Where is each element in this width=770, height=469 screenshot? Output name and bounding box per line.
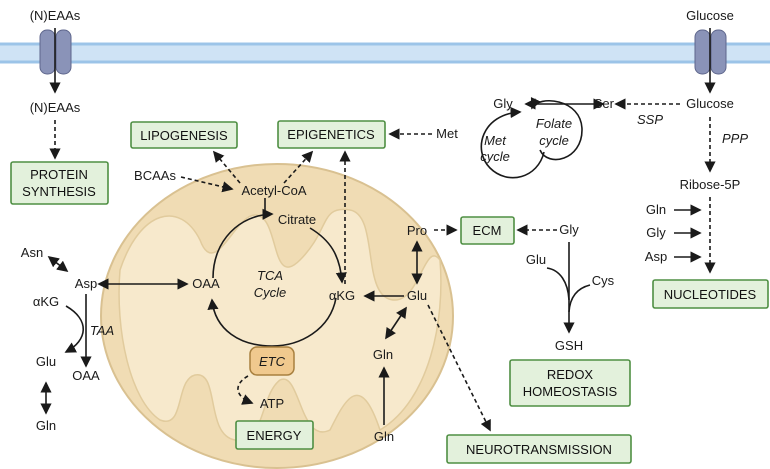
gln-label: Gln xyxy=(374,429,394,444)
gly-label: Gly xyxy=(559,222,579,237)
epigenetics-box xyxy=(277,120,386,149)
tca-cycle xyxy=(207,208,347,347)
glu-label: Glu xyxy=(407,288,427,303)
akg-label: αKG xyxy=(33,294,59,309)
pathway-arrows xyxy=(40,28,716,432)
lipogenesis-box xyxy=(130,121,238,149)
redox-homeostasis-box xyxy=(509,359,631,407)
mitochondrion xyxy=(100,163,454,469)
neurotransmission-text: NEUROTRANSMISSION xyxy=(466,442,612,457)
folate-cycle-label: Folate xyxy=(536,116,572,131)
protein-synthesis-text: PROTEIN xyxy=(30,167,88,182)
cell-membrane xyxy=(0,42,770,64)
pro-label: Pro xyxy=(407,223,427,238)
transporter-icon xyxy=(39,29,72,75)
neaas-membrane-label: (N)EAAs xyxy=(30,8,81,23)
nucleotides-text: NUCLEOTIDES xyxy=(664,287,757,302)
protein-synthesis-box xyxy=(10,161,109,205)
atp-label: ATP xyxy=(260,396,284,411)
ppp-label: PPP xyxy=(722,131,748,146)
met-cycle-label: Met xyxy=(484,133,507,148)
glucose-membrane-label: Glucose xyxy=(686,8,734,23)
met-label: Met xyxy=(436,126,458,141)
neurotransmission-box xyxy=(446,434,632,464)
etc-complex xyxy=(249,346,295,376)
ser-label: Ser xyxy=(594,96,615,111)
ribose-5p-label: Ribose-5P xyxy=(680,177,741,192)
tca-cycle-label: Cycle xyxy=(254,285,287,300)
etc-label: ETC xyxy=(259,354,286,369)
neaas-label: (N)EAAs xyxy=(30,100,81,115)
redox-homeostasis-text: REDOX xyxy=(547,367,594,382)
akg-label: αKG xyxy=(329,288,355,303)
met-cycle-label: cycle xyxy=(480,149,510,164)
glu-label: Glu xyxy=(36,354,56,369)
cys-label: Cys xyxy=(592,273,615,288)
lipogenesis-text: LIPOGENESIS xyxy=(140,128,228,143)
one-carbon-cycles xyxy=(480,97,583,179)
ssp-label: SSP xyxy=(637,112,663,127)
taa-label: TAA xyxy=(90,323,114,338)
tca-label: TCA xyxy=(257,268,283,283)
ecm-text: ECM xyxy=(473,223,502,238)
energy-box xyxy=(235,420,314,450)
gln-label: Gln xyxy=(373,347,393,362)
oaa-label: OAA xyxy=(192,276,220,291)
folate-cycle-label: cycle xyxy=(539,133,569,148)
gsh-label: GSH xyxy=(555,338,583,353)
ecm-box xyxy=(460,216,515,245)
nucleotides-box xyxy=(652,279,769,309)
asp-label: Asp xyxy=(75,276,97,291)
energy-text: ENERGY xyxy=(247,428,302,443)
glu-label: Glu xyxy=(526,252,546,267)
asn-label: Asn xyxy=(21,245,43,260)
glucose-label: Glucose xyxy=(686,96,734,111)
gln-label: Gln xyxy=(646,202,666,217)
redox-homeostasis-text: HOMEOSTASIS xyxy=(523,384,618,399)
oaa-label: OAA xyxy=(72,368,100,383)
gly-label: Gly xyxy=(493,96,513,111)
citrate-label: Citrate xyxy=(278,212,316,227)
bcaas-label: BCAAs xyxy=(134,168,176,183)
gln-label: Gln xyxy=(36,418,56,433)
protein-synthesis-text: SYNTHESIS xyxy=(22,184,96,199)
asp-label: Asp xyxy=(645,249,667,264)
gly-label: Gly xyxy=(646,225,666,240)
acetyl-coa-label: Acetyl-CoA xyxy=(241,183,306,198)
epigenetics-text: EPIGENETICS xyxy=(287,127,375,142)
